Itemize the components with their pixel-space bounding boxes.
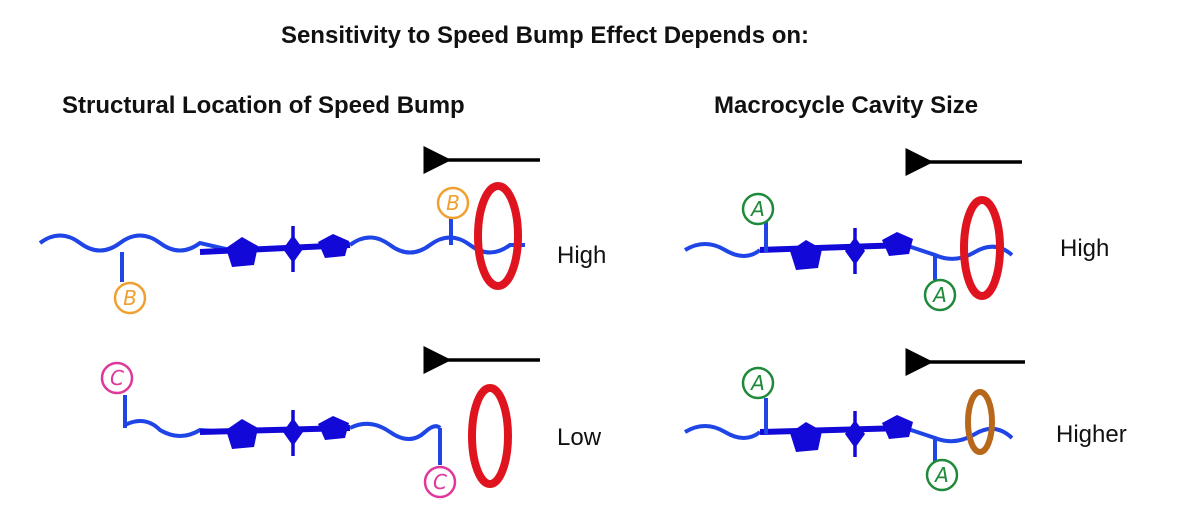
svg-text:B: B bbox=[446, 191, 460, 215]
pentagon-unit-icon bbox=[882, 232, 913, 256]
svg-text:C: C bbox=[433, 470, 447, 494]
level-label-right-bottom: Higher bbox=[1056, 421, 1127, 448]
svg-text:C: C bbox=[110, 366, 124, 390]
level-label-left-bottom: Low bbox=[557, 424, 602, 451]
bead-icon: A bbox=[925, 458, 959, 492]
level-label-left-top: High bbox=[557, 242, 607, 269]
left-panel-heading: Structural Location of Speed Bump bbox=[62, 92, 465, 119]
svg-text:A: A bbox=[933, 463, 949, 487]
right-panel-heading: Macrocycle Cavity Size bbox=[714, 92, 979, 119]
pentagon-unit-icon bbox=[318, 234, 349, 258]
main-title: Sensitivity to Speed Bump Effect Depends… bbox=[280, 22, 810, 49]
macrocycle-ring-icon bbox=[960, 196, 1004, 300]
molecule-left-bottom: C C bbox=[100, 346, 540, 499]
svg-text:A: A bbox=[931, 283, 947, 307]
wavy-chain-icon bbox=[683, 242, 762, 258]
pentagon-unit-icon bbox=[226, 419, 258, 449]
pentagon-unit-icon bbox=[226, 237, 258, 267]
svg-text:B: B bbox=[123, 286, 137, 310]
svg-text:A: A bbox=[749, 197, 765, 221]
level-label-right-top: High bbox=[1060, 235, 1110, 262]
molecule-left-top: B B bbox=[38, 146, 540, 315]
macrocycle-ring-icon bbox=[965, 389, 995, 455]
wavy-chain-icon bbox=[38, 233, 231, 253]
bead-icon: B bbox=[436, 186, 470, 220]
wavy-chain-icon bbox=[683, 424, 762, 440]
core-axle bbox=[759, 242, 906, 253]
bead-icon: B bbox=[113, 281, 147, 315]
macrocycle-ring-icon bbox=[474, 182, 522, 290]
wavy-chain-icon bbox=[124, 419, 231, 438]
pentagon-unit-icon bbox=[790, 240, 822, 270]
wavy-chain-icon bbox=[349, 421, 442, 441]
pentagon-unit-icon bbox=[790, 422, 822, 452]
wavy-chain-icon bbox=[904, 426, 1014, 444]
molecule-right-bottom: A A bbox=[683, 348, 1025, 492]
molecule-right-top: A A bbox=[683, 148, 1022, 312]
wavy-chain-icon bbox=[348, 235, 525, 255]
svg-text:A: A bbox=[749, 371, 765, 395]
bead-icon: A bbox=[923, 278, 957, 312]
pentagon-unit-icon bbox=[882, 415, 913, 439]
bead-icon: A bbox=[741, 192, 775, 226]
core-axle bbox=[759, 425, 906, 435]
bead-icon: C bbox=[100, 361, 134, 395]
bead-icon: A bbox=[741, 366, 775, 400]
pentagon-unit-icon bbox=[318, 416, 349, 440]
bead-icon: C bbox=[423, 465, 457, 499]
macrocycle-ring-icon bbox=[468, 384, 512, 488]
